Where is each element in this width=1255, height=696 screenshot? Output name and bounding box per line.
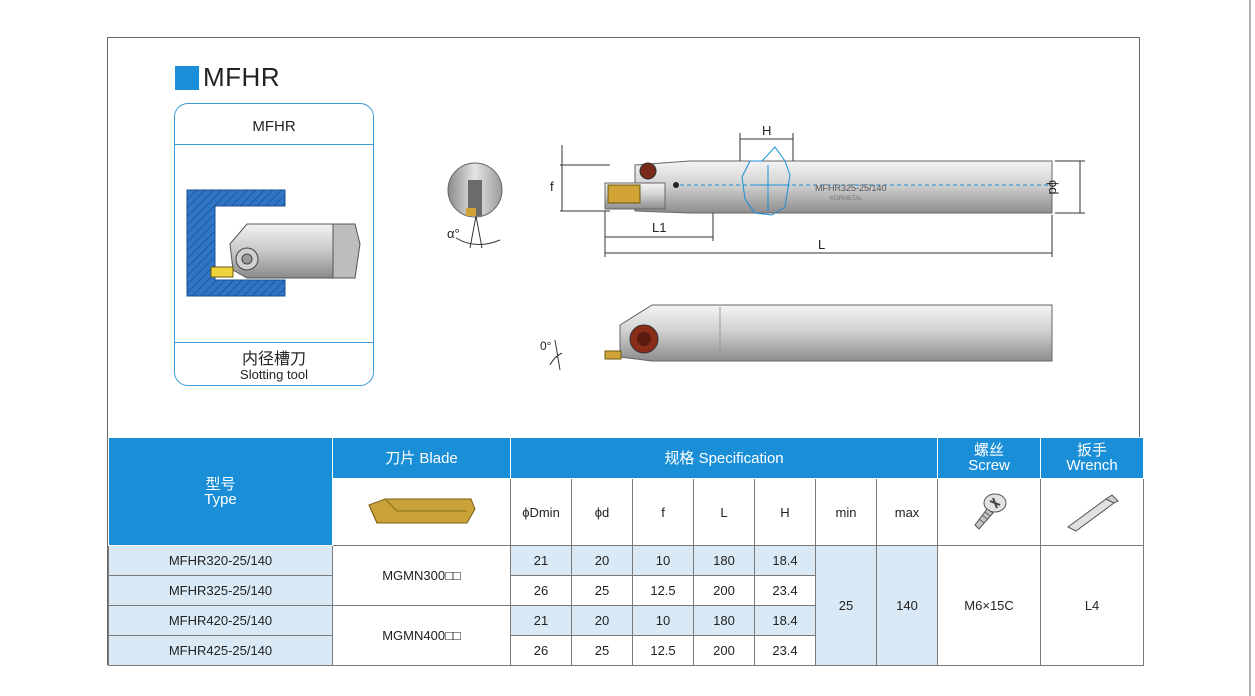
tool-type-card: MFHR 内径槽刀 Slotting tool bbox=[174, 103, 374, 386]
screw-header-cn: 螺丝 bbox=[974, 441, 1005, 459]
row-2-L: 200 bbox=[693, 575, 755, 606]
sub-header-dmin: ϕDmin bbox=[510, 478, 572, 546]
dim-d-label: ϕd bbox=[1046, 180, 1061, 195]
heading-square-icon bbox=[175, 65, 199, 90]
sub-header-max: max bbox=[875, 478, 939, 546]
type-header-cn: 型号 bbox=[205, 474, 236, 493]
row-4-d: 25 bbox=[571, 635, 633, 666]
col-screw-header: 螺丝 Screw bbox=[937, 437, 1042, 479]
dim-L-label: L bbox=[818, 237, 826, 252]
slotting-illustration bbox=[186, 189, 361, 297]
row-1-f: 10 bbox=[632, 545, 694, 576]
wrench-header-cn: 扳手 bbox=[1077, 441, 1108, 459]
side-view-drawing: MFHR325-25/140 KORMETAL bbox=[560, 133, 1085, 257]
wrench-image-cell bbox=[1040, 478, 1145, 546]
col-blade-header: 刀片 Blade bbox=[332, 437, 511, 479]
row-4-L: 200 bbox=[693, 635, 755, 666]
row-3-dmin: 21 bbox=[510, 605, 572, 636]
side-view-model-label: MFHR325-25/140 bbox=[815, 183, 887, 193]
brand-mark: KORMETAL bbox=[830, 196, 863, 202]
zero-angle-label: 0° bbox=[540, 339, 552, 353]
row-3-H: 18.4 bbox=[754, 605, 816, 636]
page-edge-line bbox=[1249, 0, 1251, 696]
row-1-type: MFHR320-25/140 bbox=[108, 545, 333, 576]
blade-group-1: MGMN300□□ bbox=[332, 545, 511, 606]
top-view-drawing bbox=[549, 304, 1053, 371]
blade-header-cn: 刀片 bbox=[385, 448, 416, 467]
row-1-L: 180 bbox=[693, 545, 755, 576]
sub-header-d: ϕd bbox=[571, 478, 633, 546]
sub-header-f: f bbox=[632, 478, 694, 546]
col-type-header: 型号 Type bbox=[108, 437, 333, 546]
blade-group-2: MGMN400□□ bbox=[332, 605, 511, 666]
end-view-drawing bbox=[447, 162, 503, 249]
card-divider-bottom bbox=[175, 342, 373, 343]
sub-header-min: min bbox=[815, 478, 877, 546]
row-1-H: 18.4 bbox=[754, 545, 816, 576]
row-3-f: 10 bbox=[632, 605, 694, 636]
sub-header-L: L bbox=[693, 478, 755, 546]
row-4-f: 12.5 bbox=[632, 635, 694, 666]
screw-value: M6×15C bbox=[937, 545, 1042, 666]
spec-table: 型号 Type 刀片 Blade 规格 Specification 螺丝 Scr… bbox=[108, 437, 1145, 666]
spec-header-cn: 规格 bbox=[664, 448, 695, 467]
screw-image-cell bbox=[937, 478, 1042, 546]
col-wrench-header: 扳手 Wrench bbox=[1040, 437, 1145, 479]
max-value: 140 bbox=[875, 545, 939, 666]
row-2-d: 25 bbox=[571, 575, 633, 606]
insert-image bbox=[367, 498, 476, 523]
dim-L1-label: L1 bbox=[652, 220, 667, 235]
row-4-type: MFHR425-25/140 bbox=[108, 635, 333, 666]
wrench-header-en: Wrench bbox=[1066, 457, 1118, 474]
blade-header-en: Blade bbox=[419, 449, 458, 467]
hex-key-icon bbox=[1067, 493, 1119, 532]
dim-H-label: H bbox=[762, 123, 772, 138]
section-title: MFHR bbox=[203, 62, 281, 92]
row-1-d: 20 bbox=[571, 545, 633, 576]
spec-header-en: Specification bbox=[698, 449, 784, 467]
type-header-en: Type bbox=[204, 490, 237, 508]
row-3-d: 20 bbox=[571, 605, 633, 636]
screw-icon bbox=[974, 493, 1007, 530]
card-divider-top bbox=[175, 144, 373, 145]
alpha-label: α° bbox=[447, 226, 460, 241]
wrench-value: L4 bbox=[1040, 545, 1145, 666]
dim-f-label: f bbox=[550, 179, 554, 194]
row-2-f: 12.5 bbox=[632, 575, 694, 606]
card-name-en: Slotting tool bbox=[240, 367, 308, 382]
card-name-cn: 内径槽刀 bbox=[241, 349, 306, 368]
row-4-H: 23.4 bbox=[754, 635, 816, 666]
blade-image-cell bbox=[332, 478, 511, 546]
row-3-L: 180 bbox=[693, 605, 755, 636]
sub-header-H: H bbox=[754, 478, 816, 546]
row-4-dmin: 26 bbox=[510, 635, 572, 666]
row-1-dmin: 21 bbox=[510, 545, 572, 576]
section-heading: MFHR bbox=[175, 62, 280, 93]
col-spec-header: 规格 Specification bbox=[509, 437, 939, 479]
card-title: MFHR bbox=[252, 118, 296, 135]
min-value: 25 bbox=[815, 545, 877, 666]
row-2-dmin: 26 bbox=[510, 575, 572, 606]
row-3-type: MFHR420-25/140 bbox=[108, 605, 333, 636]
row-2-type: MFHR325-25/140 bbox=[108, 575, 333, 606]
screw-header-en: Screw bbox=[968, 457, 1010, 474]
row-2-H: 23.4 bbox=[754, 575, 816, 606]
